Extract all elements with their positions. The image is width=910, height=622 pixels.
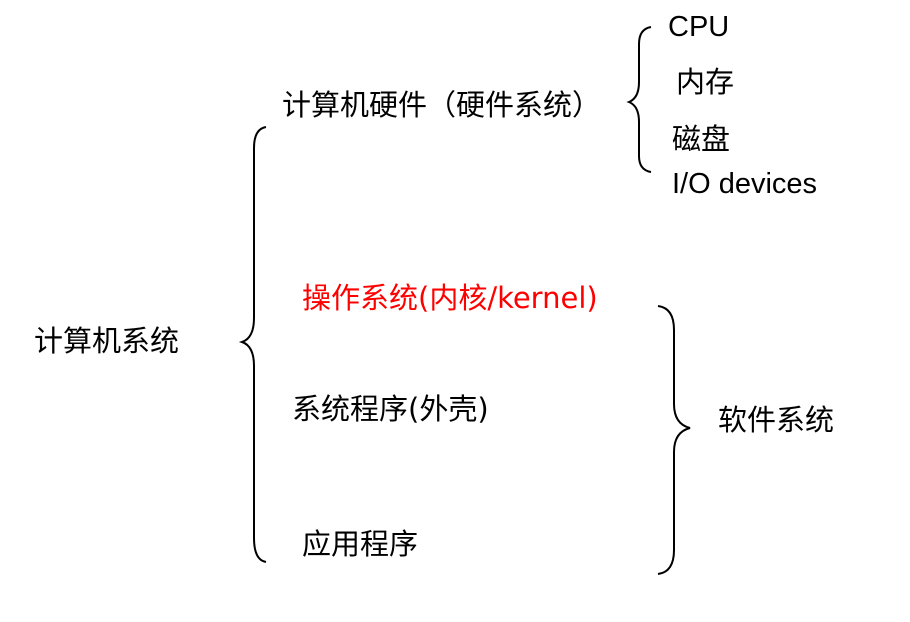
hardware-brace	[626, 26, 652, 173]
applications-label: 应用程序	[302, 527, 419, 561]
hardware-item-disk: 磁盘	[672, 122, 731, 156]
computer-system-label: 计算机系统	[34, 324, 180, 358]
software-brace	[657, 305, 691, 575]
system-programs-label: 系统程序(外壳)	[292, 392, 489, 426]
main-brace	[238, 126, 267, 563]
hardware-item-cpu: CPU	[668, 11, 730, 43]
hardware-label: 计算机硬件（硬件系统）	[282, 88, 602, 122]
hardware-item-memory: 内存	[676, 65, 735, 99]
hardware-item-io-devices: I/O devices	[672, 168, 818, 200]
software-system-label: 软件系统	[718, 403, 835, 437]
operating-system-label: 操作系统(内核/kernel)	[302, 281, 598, 315]
